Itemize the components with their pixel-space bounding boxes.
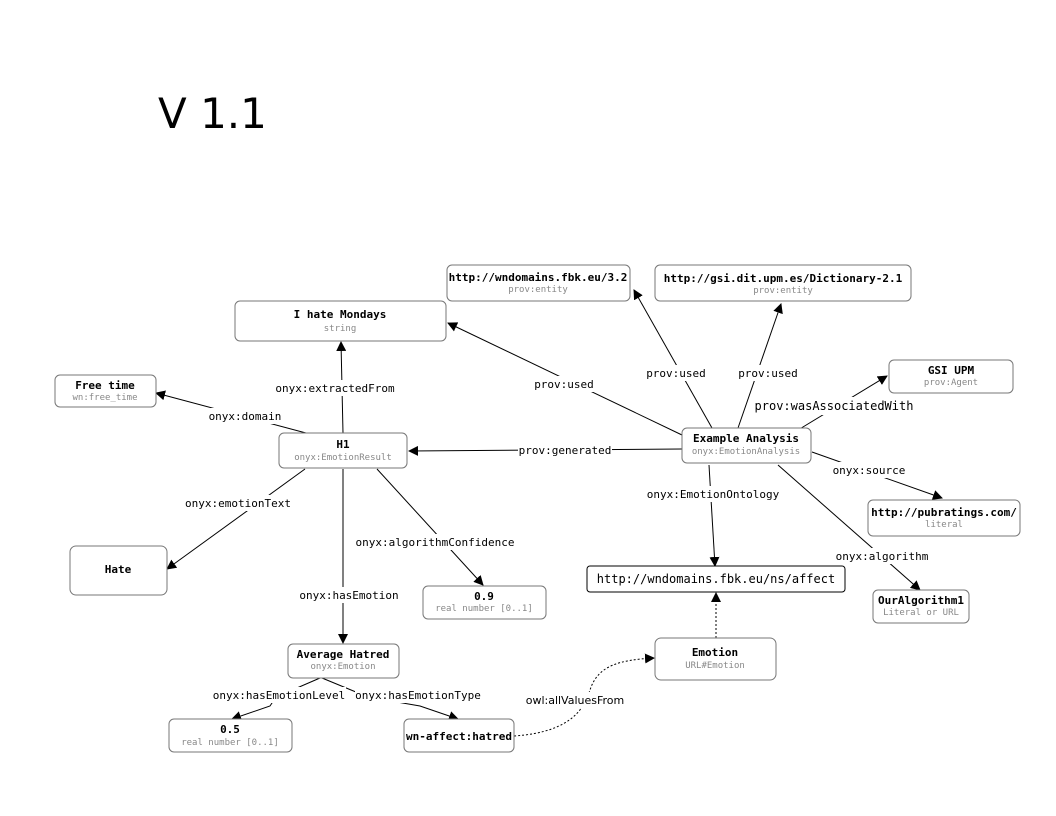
edge-onyx-emotion-ontology bbox=[708, 464, 720, 567]
edge-label-has-emotion: onyx:hasEmotion bbox=[299, 589, 398, 602]
node-title: OurAlgorithm1 bbox=[878, 594, 964, 607]
node-gsi-upm: GSI UPM prov:Agent bbox=[888, 359, 1014, 394]
nodes: http://wndomains.fbk.eu/3.2 prov:entity … bbox=[54, 264, 1021, 753]
edge-label-all-values-from: owl:allValuesFrom bbox=[526, 694, 625, 707]
node-title: I hate Mondays bbox=[294, 308, 387, 321]
node-free-time: Free time wn:free_time bbox=[54, 374, 157, 408]
edge-onyx-algorithm bbox=[777, 464, 921, 591]
edge-label-has-emotion-level: onyx:hasEmotionLevel bbox=[213, 689, 345, 702]
node-title: http://wndomains.fbk.eu/ns/affect bbox=[597, 572, 835, 586]
edge-label-emotion-ontology: onyx:EmotionOntology bbox=[647, 488, 780, 501]
node-example-analysis: Example Analysis onyx:EmotionAnalysis bbox=[681, 427, 812, 464]
node-subtitle: wn:free_time bbox=[72, 393, 137, 403]
node-title: Hate bbox=[105, 563, 132, 576]
node-title: Free time bbox=[75, 379, 135, 392]
edge-label-algorithm-confidence: onyx:algorithmConfidence bbox=[356, 536, 515, 549]
node-wn-affect-hatred: wn-affect:hatred bbox=[403, 718, 515, 753]
node-wndomains-3-2: http://wndomains.fbk.eu/3.2 prov:entity bbox=[446, 264, 631, 302]
node-title: Average Hatred bbox=[297, 648, 390, 661]
node-i-hate-mondays: I hate Mondays string bbox=[234, 300, 447, 342]
edge-label-emotion-text: onyx:emotionText bbox=[185, 497, 291, 510]
edge-label-was-associated-with: prov:wasAssociatedWith bbox=[755, 399, 914, 413]
edge-prov-used-wndomains bbox=[633, 289, 713, 429]
node-subtitle: onyx:EmotionAnalysis bbox=[692, 447, 800, 457]
edge-label-extracted-from: onyx:extractedFrom bbox=[275, 382, 395, 395]
node-title: http://gsi.dit.upm.es/Dictionary-2.1 bbox=[664, 272, 903, 285]
node-title: http://pubratings.com/ bbox=[871, 506, 1017, 519]
node-subtitle: URL#Emotion bbox=[685, 661, 745, 671]
edge-label-algorithm: onyx:algorithm bbox=[836, 550, 929, 563]
node-hate: Hate bbox=[69, 545, 168, 596]
node-our-algorithm: OurAlgorithm1 Literal or URL bbox=[872, 589, 970, 624]
node-emotion-level: 0.5 real number [0..1] bbox=[168, 718, 293, 753]
edges bbox=[155, 289, 943, 737]
node-confidence: 0.9 real number [0..1] bbox=[422, 585, 547, 620]
node-subtitle: real number [0..1] bbox=[181, 738, 279, 748]
edge-label-source: onyx:source bbox=[833, 464, 906, 477]
version-title: V 1.1 bbox=[158, 89, 267, 138]
edge-label-domain: onyx:domain bbox=[209, 410, 282, 423]
edge-label-prov-generated: prov:generated bbox=[519, 444, 612, 457]
node-subtitle: prov:entity bbox=[753, 286, 813, 296]
node-pubratings: http://pubratings.com/ literal bbox=[867, 499, 1021, 537]
node-title: 0.5 bbox=[220, 723, 240, 736]
edge-onyx-emotion-text bbox=[166, 468, 306, 570]
node-title: wn-affect:hatred bbox=[406, 730, 512, 743]
node-title: H1 bbox=[336, 438, 350, 451]
node-average-hatred: Average Hatred onyx:Emotion bbox=[287, 643, 400, 679]
edge-labels: prov:used prov:used prov:used prov:wasAs… bbox=[184, 365, 929, 708]
node-h1: H1 onyx:EmotionResult bbox=[278, 432, 408, 469]
node-subtitle: onyx:Emotion bbox=[310, 662, 375, 672]
edge-label-prov-used-gsi: prov:used bbox=[738, 367, 798, 380]
node-subtitle: prov:entity bbox=[508, 285, 568, 295]
node-subtitle: real number [0..1] bbox=[435, 604, 533, 614]
node-emotion: Emotion URL#Emotion bbox=[654, 637, 777, 681]
node-subtitle: string bbox=[324, 324, 357, 334]
node-subtitle: Literal or URL bbox=[883, 608, 959, 618]
edge-onyx-algorithm-confidence bbox=[376, 468, 484, 586]
node-title: Emotion bbox=[692, 646, 738, 659]
edge-label-prov-used-wndomains: prov:used bbox=[646, 367, 706, 380]
node-subtitle: onyx:EmotionResult bbox=[294, 453, 392, 463]
edge-label-has-emotion-type: onyx:hasEmotionType bbox=[355, 689, 481, 702]
node-title: Example Analysis bbox=[693, 432, 799, 445]
node-subtitle: prov:Agent bbox=[924, 378, 978, 388]
node-title: http://wndomains.fbk.eu/3.2 bbox=[449, 271, 628, 284]
node-title: GSI UPM bbox=[928, 364, 975, 377]
node-title: 0.9 bbox=[474, 590, 494, 603]
edge-owl-all-values-from bbox=[513, 653, 655, 737]
node-gsi-dictionary: http://gsi.dit.upm.es/Dictionary-2.1 pro… bbox=[654, 264, 912, 302]
node-affect-ontology: http://wndomains.fbk.eu/ns/affect bbox=[586, 565, 846, 593]
node-subtitle: literal bbox=[925, 520, 963, 530]
edge-label-prov-used-mondays: prov:used bbox=[534, 378, 594, 391]
